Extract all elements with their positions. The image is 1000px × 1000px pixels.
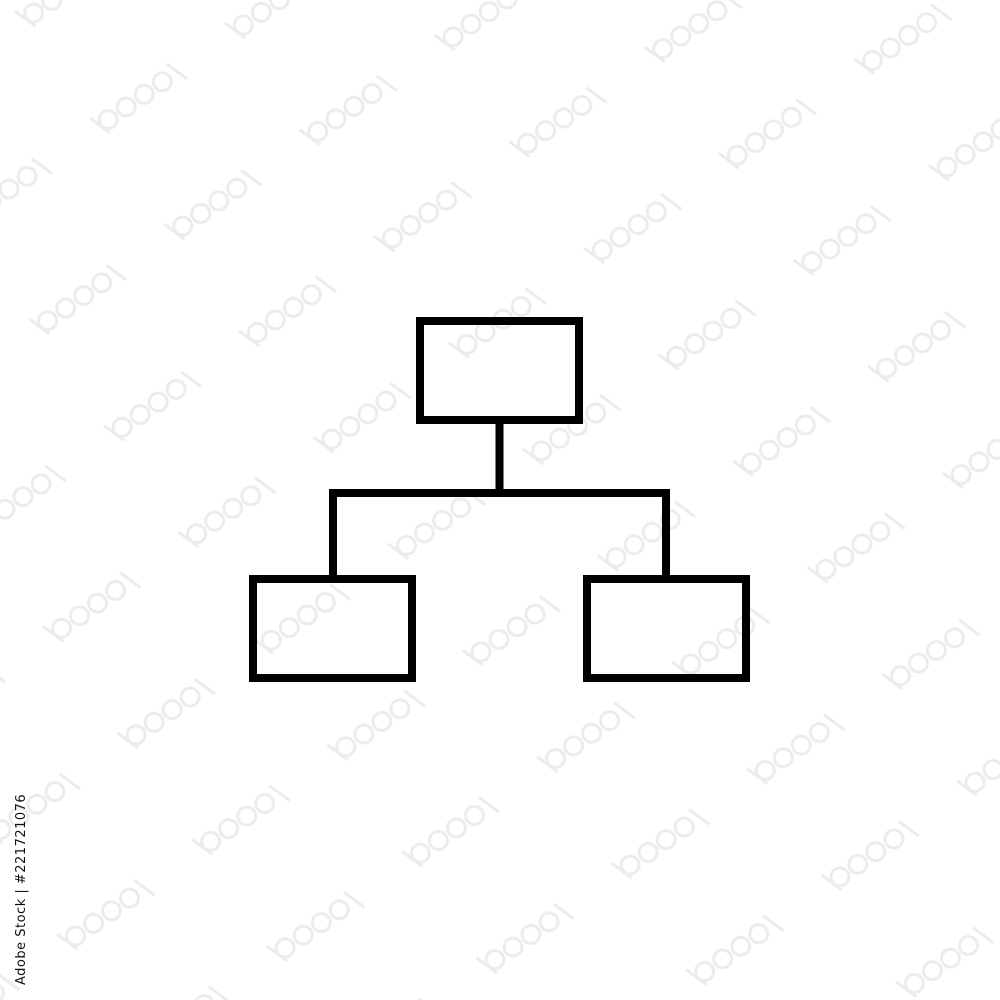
top-node-box — [416, 317, 583, 424]
right-node-box — [583, 575, 750, 682]
stock-id-label: Adobe Stock | #221721076 — [14, 793, 29, 985]
left-node-box — [249, 575, 416, 682]
